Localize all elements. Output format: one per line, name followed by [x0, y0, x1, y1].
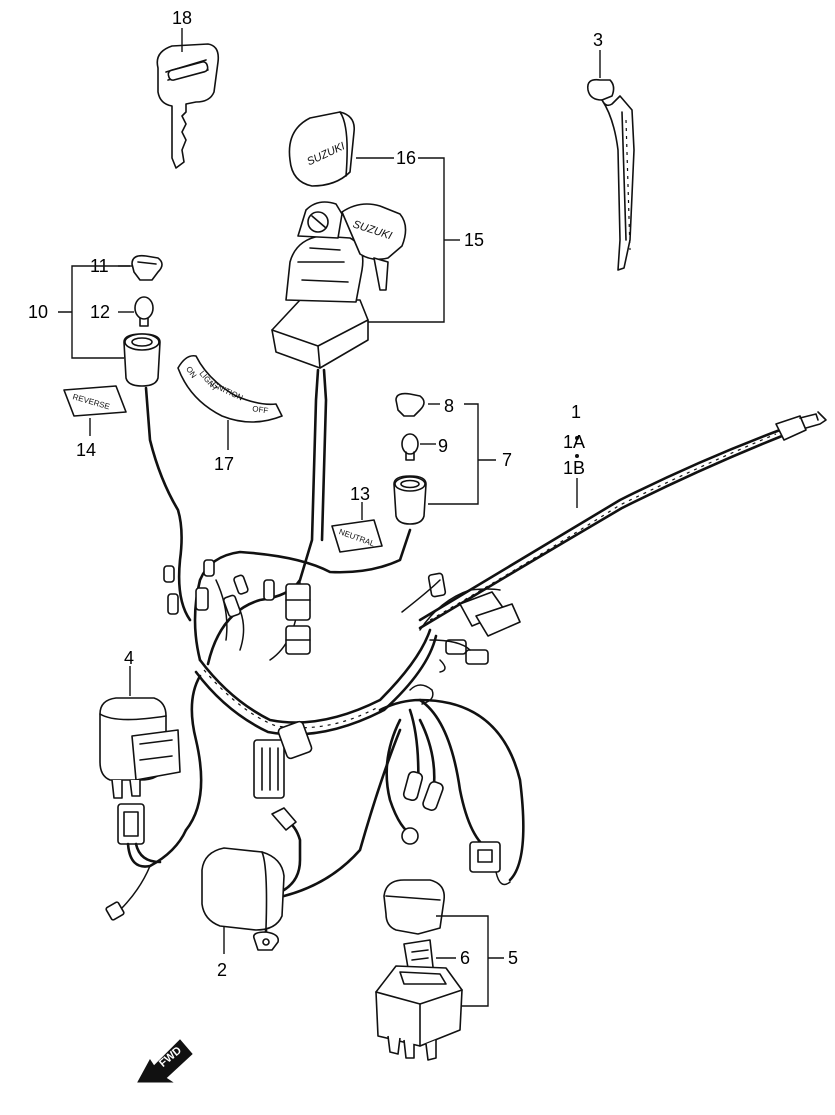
- callout-5: 5: [508, 948, 518, 968]
- callout-7: 7: [502, 450, 512, 470]
- neutral-lamp-cap: [395, 392, 425, 417]
- leader-7: [428, 403, 496, 505]
- callout-1: 1: [571, 402, 581, 422]
- callout-3: 3: [593, 30, 603, 50]
- callout-8: 8: [444, 396, 454, 416]
- relay-unit: [99, 697, 181, 799]
- callout-17: 17: [214, 454, 234, 474]
- callout-1B: 1B: [563, 458, 585, 478]
- callout-13: 13: [350, 484, 370, 504]
- ignition-switch-cap: SUZUKI: [288, 111, 356, 187]
- leader-10: [58, 265, 130, 359]
- callout-14: 14: [76, 440, 96, 460]
- neutral-lamp-bulb: [401, 433, 419, 461]
- forward-direction-arrow: FWD: [137, 1039, 193, 1083]
- neutral-label-sticker: NEUTRAL: [331, 519, 383, 553]
- callout-16: 16: [396, 148, 416, 168]
- callout-2: 2: [217, 960, 227, 980]
- callout-9: 9: [438, 436, 448, 456]
- lamp-cap: [131, 254, 163, 281]
- cable-tie: [586, 78, 635, 271]
- neutral-lamp-socket: [393, 475, 427, 525]
- lamp-socket: [123, 333, 161, 387]
- callout-1A: 1A: [563, 432, 585, 452]
- main-wiring-harness: [144, 368, 827, 886]
- ignition-switch: SUZUKI: [271, 201, 407, 369]
- ignition-position-label: ON LIGHT IGNITION OFF: [177, 354, 283, 423]
- relay-connector: [105, 674, 203, 921]
- regulator-unit: [201, 728, 402, 951]
- ignition-key: [156, 43, 220, 169]
- arc-off-text: OFF: [252, 404, 269, 415]
- callout-4: 4: [124, 648, 134, 668]
- callout-18: 18: [172, 8, 192, 28]
- relay-cover: [383, 879, 446, 935]
- starter-relay: [375, 965, 463, 1061]
- callout-12: 12: [90, 302, 110, 322]
- leader-5: [436, 915, 504, 1007]
- reverse-label-sticker: REVERSE: [63, 385, 127, 417]
- lamp-bulb: [134, 296, 154, 327]
- callout-10: 10: [28, 302, 48, 322]
- callout-6: 6: [460, 948, 470, 968]
- callout-15: 15: [464, 230, 484, 250]
